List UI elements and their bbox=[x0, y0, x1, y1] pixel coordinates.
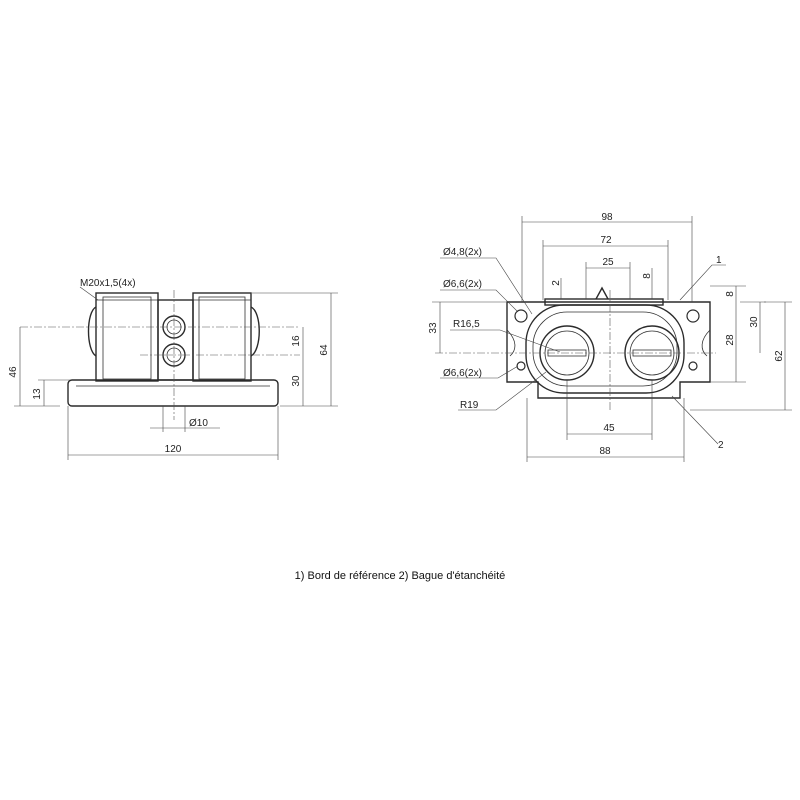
hole-upper-leader bbox=[440, 289, 519, 313]
drawing-caption: 1) Bord de référence 2) Bague d'étanchéi… bbox=[294, 570, 506, 582]
dim-25-label: 25 bbox=[602, 257, 614, 268]
side-left-inner bbox=[102, 296, 152, 380]
hole-small-leader bbox=[440, 257, 533, 315]
side-right-gland bbox=[250, 306, 260, 357]
thread-leader bbox=[79, 286, 99, 301]
dim-8top-label: 8 bbox=[642, 273, 653, 279]
side-view: M20x1,5(4x) 46 13 64 16 30 Ø10 120 bbox=[8, 278, 338, 460]
dim-64-label: 64 bbox=[319, 344, 330, 356]
side-left-gland bbox=[87, 306, 97, 357]
dim-88-label: 88 bbox=[599, 446, 611, 457]
marker-2-label: 2 bbox=[718, 440, 724, 451]
dim-13-label: 13 bbox=[32, 388, 43, 400]
thread-callout: M20x1,5(4x) bbox=[80, 278, 136, 289]
side-center-stem bbox=[157, 299, 194, 381]
dim-2-label: 2 bbox=[551, 280, 562, 286]
hole-lower-label: Ø6,6(2x) bbox=[443, 368, 482, 379]
marker-1-label: 1 bbox=[716, 255, 722, 266]
radius-small-leader bbox=[450, 329, 561, 353]
hole-upper-label: Ø6,6(2x) bbox=[443, 279, 482, 290]
side-right-inner bbox=[198, 296, 246, 380]
side-right-block bbox=[192, 292, 252, 382]
dim-45-line bbox=[566, 380, 653, 440]
marker-2-leader bbox=[671, 395, 719, 445]
dim-46-label: 46 bbox=[8, 366, 19, 378]
dim-46-line bbox=[14, 327, 60, 407]
dim-98-line bbox=[521, 216, 693, 302]
front-top-tab bbox=[595, 286, 609, 300]
dim-64-line bbox=[252, 292, 338, 407]
dim-72-label: 72 bbox=[600, 235, 612, 246]
hole-small-label: Ø4,8(2x) bbox=[443, 247, 482, 258]
front-body-inner bbox=[532, 311, 678, 387]
dim-120-label: 120 bbox=[165, 444, 182, 455]
dim-dia10-label: Ø10 bbox=[189, 418, 208, 429]
dim-33-label: 33 bbox=[428, 322, 439, 334]
dim-8right-line bbox=[710, 285, 746, 302]
front-view: 98 72 25 2 8 1 Ø4,8(2x) Ø6,6(2x) 33 R16,… bbox=[428, 212, 792, 462]
front-left-ear bbox=[506, 329, 516, 357]
radius-large-label: R19 bbox=[460, 400, 479, 411]
mount-hole-bottom-left bbox=[516, 361, 526, 371]
side-left-block bbox=[95, 292, 159, 382]
side-base-plate bbox=[67, 379, 279, 407]
dim-30right-label: 30 bbox=[749, 316, 760, 328]
hole-lower-leader bbox=[440, 365, 519, 379]
dim-28-label: 28 bbox=[725, 334, 736, 346]
dim-45-label: 45 bbox=[603, 423, 615, 434]
dim-8right-label: 8 bbox=[725, 291, 736, 297]
dim-dia10-line bbox=[150, 406, 220, 432]
front-flange bbox=[506, 301, 711, 399]
dim-120-line bbox=[67, 406, 279, 460]
mount-hole-bottom-right bbox=[688, 361, 698, 371]
marker-1-leader bbox=[679, 264, 726, 301]
dim-30-label: 30 bbox=[291, 375, 302, 387]
dim-30right-line bbox=[740, 301, 766, 353]
radius-small-label: R16,5 bbox=[453, 319, 480, 330]
dim-62-label: 62 bbox=[774, 350, 785, 362]
dim-72-line bbox=[542, 240, 669, 300]
dim-28-line bbox=[710, 302, 746, 383]
dim-16-label: 16 bbox=[291, 335, 302, 347]
dim-25-line bbox=[585, 262, 631, 299]
mount-hole-top-right bbox=[686, 309, 700, 323]
dim-62-line bbox=[690, 301, 792, 411]
front-right-ear bbox=[701, 329, 711, 357]
front-body-outer bbox=[525, 304, 685, 394]
dim-98-label: 98 bbox=[601, 212, 613, 223]
mount-hole-top-left bbox=[514, 309, 528, 323]
dim-13-line bbox=[38, 379, 70, 406]
radius-large-leader bbox=[458, 371, 547, 411]
